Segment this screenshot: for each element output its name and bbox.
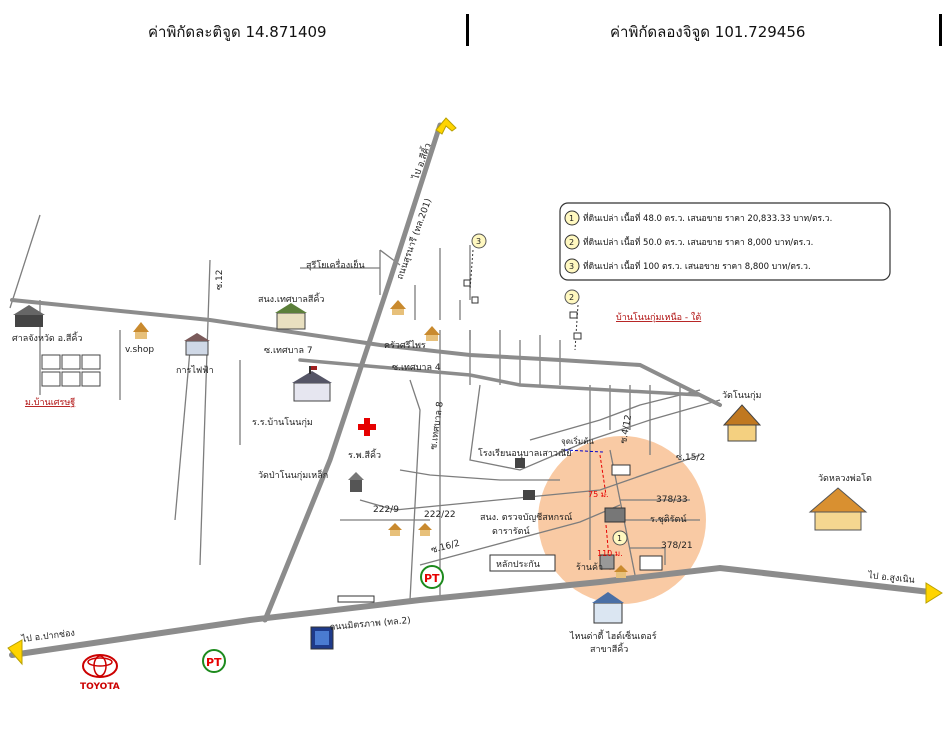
honda-icon	[592, 592, 624, 624]
label-sri-mongkol: สุรีโยเครื่องเย็น	[306, 258, 365, 271]
label-sno: สนง. ตรวจบัญชีสหกรณ์	[480, 511, 572, 523]
longitude-label: ค่าพิกัดลองจิจูด 101.729456	[610, 23, 806, 41]
electric-office-icon	[184, 333, 210, 356]
school-icon	[292, 366, 332, 402]
label-kru: ครัวศรีไพร	[384, 340, 426, 351]
label-start-point: จุดเริ่มต้น	[561, 435, 594, 446]
label-subject: หลักประกัน	[496, 560, 540, 570]
legend-num-3: 3	[569, 262, 574, 271]
sno-icon	[523, 490, 535, 500]
marker-3[interactable]: 3	[463, 233, 487, 304]
house-222-22-icon	[418, 523, 432, 536]
latitude-label: ค่าพิกัดละติจูด 14.871409	[148, 23, 327, 41]
legend-num-1: 1	[569, 214, 574, 223]
label-shop: v.shop	[125, 345, 154, 355]
arrow-to-pakchong-icon	[7, 639, 23, 666]
label-soi-152: ซ.15/2	[676, 453, 705, 463]
label-wat-pa: วัดป่าโนนกุ่มเหล็ก	[258, 468, 328, 481]
label-to-sungnoen: ไป อ.สูงเนิน	[867, 570, 916, 586]
court-icon	[13, 305, 45, 327]
legend-item-2: 2 ที่ดินเปล่า เนื้อที่ 50.0 ตร.ว. เสนอขา…	[564, 234, 813, 250]
subject-plot[interactable]	[604, 507, 626, 523]
label-school: ร.ร.บ้านโนนกุ่ม	[252, 417, 313, 428]
label-wat-hong: วัดหลวงพ่อโต	[818, 473, 872, 484]
pt-station-icon: PT	[420, 565, 444, 589]
school-sp-icon	[515, 458, 525, 468]
label-vet: ร.ชุติรัตน์	[650, 513, 687, 525]
arrow-to-sungnoen-icon	[925, 582, 943, 604]
label-222-22: 222/22	[424, 510, 456, 520]
building-box	[611, 464, 631, 476]
major-roads	[9, 122, 933, 658]
label-75m: 75 ม.	[588, 490, 609, 499]
bank-icon	[310, 626, 334, 650]
shop-box	[599, 554, 615, 570]
legend-text-2: ที่ดินเปล่า เนื้อที่ 50.0 ตร.ว. เสนอขาย …	[583, 236, 813, 248]
label-soi-12: ซ.12	[215, 270, 225, 290]
label-shop2: ร้านค้า	[576, 562, 603, 573]
temple-luangpho-icon	[808, 487, 868, 531]
label-school-sp: โรงเรียนอนุบาลเสาวณีย์	[478, 447, 572, 459]
legend-item-3: 3 ที่ดินเปล่า เนื้อที่ 100 ตร.ว. เสนอขาย…	[564, 258, 811, 274]
hospital-icon	[358, 418, 376, 436]
svg-text:PT: PT	[206, 656, 222, 669]
house-222-9-icon	[388, 523, 402, 536]
marker-1[interactable]: 1	[612, 530, 628, 546]
label-222-9: 222/9	[373, 505, 399, 515]
label-honda-2: สาขาสีคิ้ว	[590, 642, 628, 655]
label-soi-8: ซ.เทศบาล 8	[429, 401, 446, 451]
wat-pa-icon	[348, 472, 364, 492]
pt-station-2-icon: PT	[202, 649, 226, 673]
label-hospital: ร.พ.สีคิ้ว	[348, 448, 381, 461]
temple-icon	[722, 404, 762, 442]
label-sno-2: ดารารัตน์	[492, 525, 530, 537]
svg-text:3: 3	[476, 237, 481, 246]
svg-text:PT: PT	[424, 572, 440, 585]
label-to-pakchong: ไป อ.ปากช่อง	[20, 628, 75, 646]
distance-line-75	[599, 454, 607, 496]
label-court: ศาลจังหวัด อ.สีคิ้ว	[12, 331, 82, 344]
kru-sri-icon	[424, 326, 440, 341]
start-point-line	[564, 449, 604, 453]
municipality-icon	[275, 303, 307, 330]
svg-text:2: 2	[569, 293, 574, 302]
legend-num-2: 2	[569, 238, 574, 247]
label-110m: 110 ม.	[597, 549, 623, 558]
marker-2[interactable]: 2	[564, 289, 582, 351]
label-soi-16: ซ.16/2	[430, 539, 461, 556]
shop-icon	[133, 322, 149, 339]
label-electric: การไฟฟ้า	[176, 365, 214, 376]
fence-icon	[337, 595, 375, 603]
label-soi-7: ซ.เทศบาล 7	[264, 346, 313, 356]
header-divider-right	[939, 14, 942, 46]
toyota-logo-icon: TOYOTA	[80, 654, 120, 692]
label-soi-4: ซ.เทศบาล 4	[392, 363, 441, 373]
label-378-21: 378/21	[661, 541, 693, 551]
svg-text:1: 1	[617, 534, 622, 543]
houses-grid-icon	[41, 354, 101, 387]
label-honda: ไหนด่าตี้ ไฮด์เซ็นเตอร์	[569, 629, 657, 642]
label-ban-nonkum: บ้านโนนกุ่มเหนือ - ใต้	[616, 312, 701, 323]
arrow-to-sikhio-icon	[435, 117, 457, 135]
label-378-33: 378/33	[656, 495, 688, 505]
label-municipality: สนง.เทศบาลสีคิ้ว	[258, 292, 324, 305]
sri-mongkol-icon	[390, 300, 406, 315]
legend-text-1: ที่ดินเปล่า เนื้อที่ 48.0 ตร.ว. เสนอขาย …	[583, 212, 832, 224]
house-378-21-box	[639, 555, 663, 571]
legend-box	[559, 202, 891, 281]
shop2-icon	[614, 565, 628, 578]
label-wat-nonkum: วัดโนนกุ่ม	[722, 390, 761, 401]
svg-text:TOYOTA: TOYOTA	[80, 682, 120, 692]
subject-label-box[interactable]	[489, 554, 556, 572]
legend-text-3: ที่ดินเปล่า เนื้อที่ 100 ตร.ว. เสนอขาย ร…	[583, 260, 811, 272]
label-mu-ban: ม.บ้านเศรษฐี	[25, 397, 75, 408]
label-mittraphap: ถนนมิตรภาพ (ทล.2)	[329, 615, 411, 633]
legend-item-1: 1 ที่ดินเปล่า เนื้อที่ 48.0 ตร.ว. เสนอขา…	[564, 210, 832, 226]
header-divider-left	[466, 14, 469, 46]
label-soi-412: ซ.4/12	[619, 414, 634, 444]
